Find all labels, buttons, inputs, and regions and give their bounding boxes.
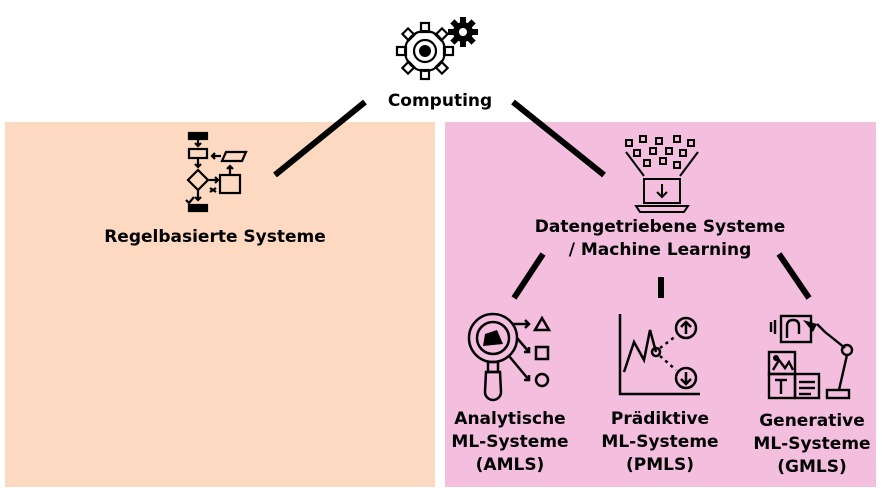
connector-root-left <box>273 99 367 178</box>
root-label: Computing <box>387 91 493 111</box>
flowchart-icon <box>185 131 248 213</box>
data-driven-panel <box>445 122 876 487</box>
gmls-label: Generative ML-Systeme (GMLS) <box>753 411 871 477</box>
left-label: Regelbasierte Systeme <box>104 227 326 247</box>
connector-root-right <box>511 99 606 178</box>
data-funnel-laptop-icon <box>625 135 699 213</box>
magnifier-shapes-icon <box>467 312 552 402</box>
robot-arm-generate-icon <box>767 314 854 400</box>
trend-prediction-icon <box>618 314 700 396</box>
right-label: Datengetriebene Systeme / Machine Learni… <box>534 217 786 260</box>
pmls-label: Prädiktive ML-Systeme (PMLS) <box>601 409 719 475</box>
gears-icon <box>395 17 478 81</box>
connector-ml-gmls <box>776 252 812 300</box>
amls-label: Analytische ML-Systeme (AMLS) <box>451 409 569 475</box>
connector-ml-amls <box>511 252 546 300</box>
